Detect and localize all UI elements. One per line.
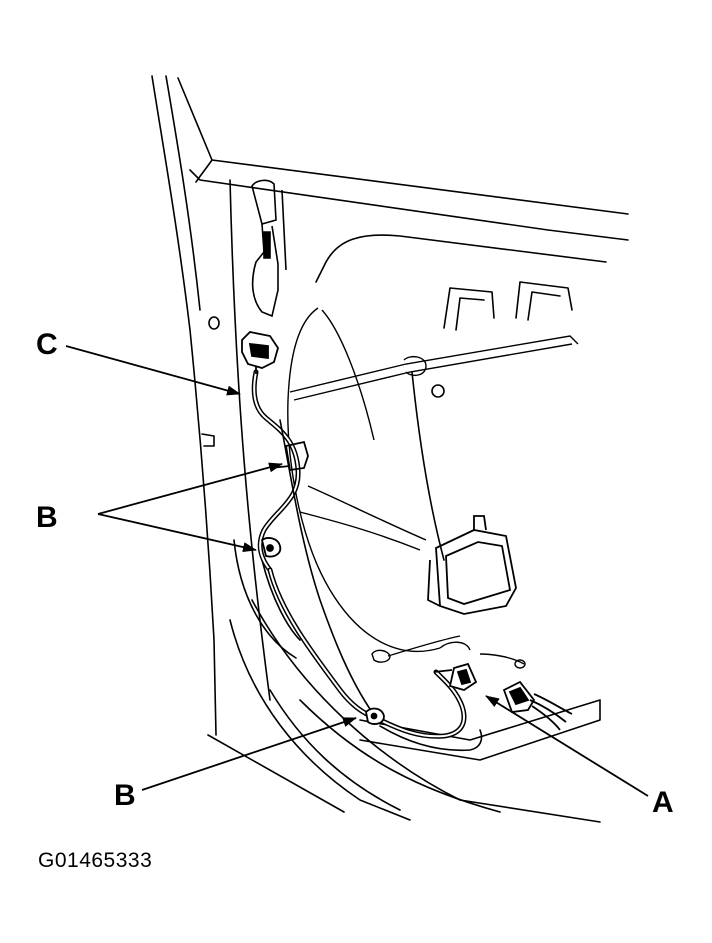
- leader-lines: [66, 346, 648, 796]
- harness-clips: [262, 442, 384, 724]
- leader-c: [66, 346, 241, 396]
- callout-label-b-upper: B: [36, 501, 58, 534]
- upper-pillar-trim: [252, 180, 286, 316]
- thin-wire-loop: [288, 308, 525, 668]
- callout-label-c: C: [36, 328, 58, 361]
- upper-connector: [242, 332, 278, 374]
- callout-label-a: A: [652, 786, 674, 819]
- leader-b-upper-2: [98, 514, 257, 552]
- leader-b-upper-1: [98, 462, 283, 514]
- body-panel-outline: [152, 76, 628, 822]
- leader-a: [485, 696, 648, 796]
- leader-b-lower: [142, 718, 357, 790]
- connector-a: [434, 664, 572, 730]
- horizontal-brace-wire: [290, 336, 578, 400]
- callout-label-b-lower: B: [114, 779, 136, 812]
- figure-id-label: G01465333: [38, 849, 153, 872]
- control-module: [428, 516, 516, 614]
